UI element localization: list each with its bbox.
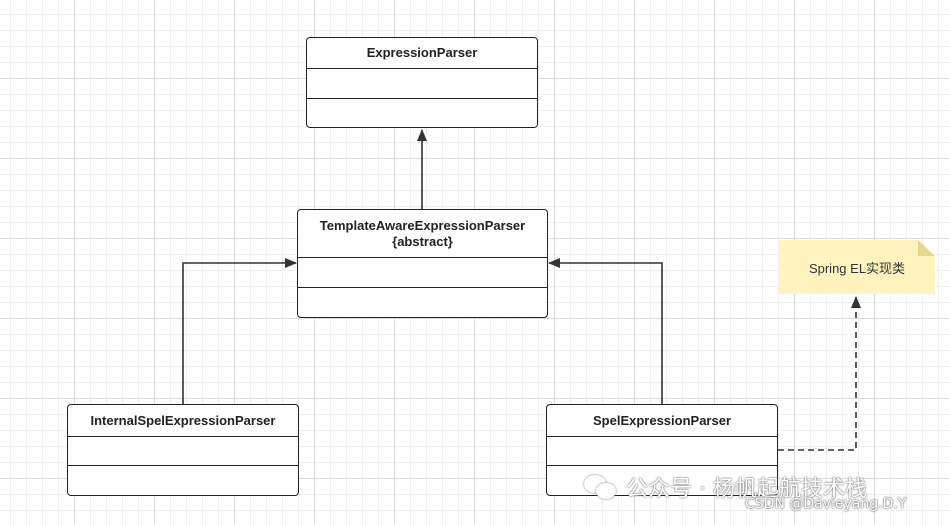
csdn-watermark: CSDN @Davieyang.D.Y [745,496,907,512]
class-expression-parser[interactable]: ExpressionParser [306,37,538,128]
attributes-section [68,437,298,466]
attributes-section [298,258,547,288]
class-template-aware-expression-parser[interactable]: TemplateAwareExpressionParser {abstract} [297,209,548,318]
class-internal-spel-expression-parser[interactable]: InternalSpelExpressionParser [67,404,299,496]
class-name: ExpressionParser [366,45,478,60]
class-name-header: SpelExpressionParser [547,405,777,437]
class-name: InternalSpelExpressionParser [90,412,276,428]
wechat-bubble-small [596,483,616,499]
class-name: SpelExpressionParser [592,412,732,428]
class-name: TemplateAwareExpressionParser [319,217,526,233]
methods-section [298,288,547,317]
note-text: Spring EL实现类 [779,240,935,294]
watermark: 公众号 · 杨帆起航技术栈 [584,471,867,503]
attributes-section [547,437,777,466]
wechat-icon [584,473,618,501]
class-name-header: TemplateAwareExpressionParser {abstract} [298,210,547,258]
edge-internal-to-template [182,258,297,404]
edge-spel-to-template [548,258,663,404]
methods-section [68,466,298,494]
watermark-text: 公众号 · 杨帆起航技术栈 [626,477,867,502]
class-name-header: ExpressionParser [307,38,537,69]
note-box[interactable] [779,240,935,294]
edge-spel-to-note [778,296,861,451]
class-stereotype: {abstract} [392,233,453,249]
methods-section [307,99,537,127]
attributes-section [307,69,537,99]
note-label: Spring EL实现类 [808,260,906,276]
class-name-header: InternalSpelExpressionParser [68,405,298,437]
